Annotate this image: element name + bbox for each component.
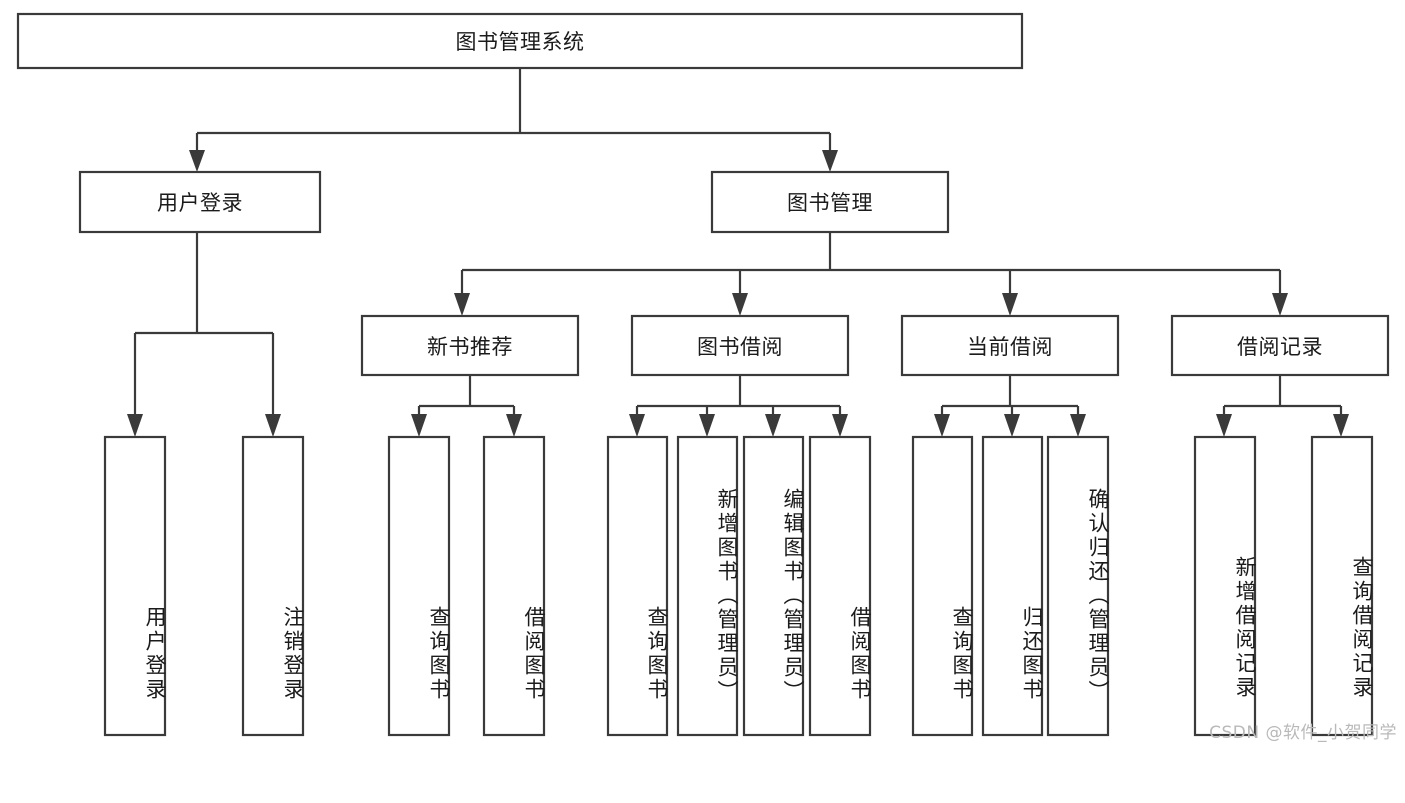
node-box-book-manage[interactable] [710,170,950,234]
arrowhead-to-new-book [454,293,470,316]
diagram-canvas [16,12,1390,737]
arrowhead-nb-leaf-2 [506,414,522,437]
node-box-leaf-user-login[interactable] [103,435,167,737]
node-box-leaf-br-add[interactable] [1193,435,1257,737]
node-box-root[interactable] [16,12,1024,70]
arrowhead-to-borrow-book [732,293,748,316]
arrowhead-cb-leaf-3 [1070,414,1086,437]
connector-new-book-to-leaves [417,375,516,418]
arrowhead-bb-leaf-2 [699,414,715,437]
arrowhead-bb-leaf-1 [629,414,645,437]
node-box-leaf-bb-query[interactable] [606,435,669,737]
node-box-new-book[interactable] [360,314,580,377]
node-box-leaf-bb-add[interactable] [676,435,739,737]
node-box-leaf-bb-edit[interactable] [742,435,805,737]
connector-user-login-to-leaves [133,232,275,418]
arrowhead-to-leaf-user-login [127,414,143,437]
arrowhead-to-leaf-logout [265,414,281,437]
arrowhead-to-current-borrow [1002,293,1018,316]
connector-borrow-book-to-leaves [635,375,842,418]
node-box-leaf-cb-return[interactable] [981,435,1044,737]
node-box-leaf-nb-query[interactable] [387,435,451,737]
arrowhead-to-book-manage [822,150,838,172]
arrowhead-br-leaf-2 [1333,414,1349,437]
arrowhead-to-borrow-record [1272,293,1288,316]
node-box-leaf-bb-borrow[interactable] [808,435,872,737]
arrowhead-br-leaf-1 [1216,414,1232,437]
node-box-leaf-logout[interactable] [241,435,305,737]
connector-root-to-level2 [195,68,832,152]
arrowhead-to-user-login [189,150,205,172]
node-box-user-login[interactable] [78,170,322,234]
arrowhead-bb-leaf-3 [765,414,781,437]
node-box-leaf-cb-query[interactable] [911,435,974,737]
connector-book-manage-to-level3 [460,232,1282,297]
node-box-borrow-record[interactable] [1170,314,1390,377]
connector-current-borrow-to-leaves [940,375,1080,418]
arrowhead-bb-leaf-4 [832,414,848,437]
node-box-leaf-cb-confirm[interactable] [1046,435,1110,737]
node-box-leaf-br-query[interactable] [1310,435,1374,737]
connector-borrow-record-to-leaves [1222,375,1343,418]
node-box-current-borrow[interactable] [900,314,1120,377]
node-box-borrow-book[interactable] [630,314,850,377]
arrowhead-nb-leaf-1 [411,414,427,437]
arrowhead-cb-leaf-1 [934,414,950,437]
arrowhead-cb-leaf-2 [1004,414,1020,437]
hierarchy-diagram: 图书管理系统 用户登录 图书管理 新书推荐 图书借阅 当前借阅 借阅记录 用户登… [16,12,1397,743]
node-box-leaf-nb-borrow[interactable] [482,435,546,737]
